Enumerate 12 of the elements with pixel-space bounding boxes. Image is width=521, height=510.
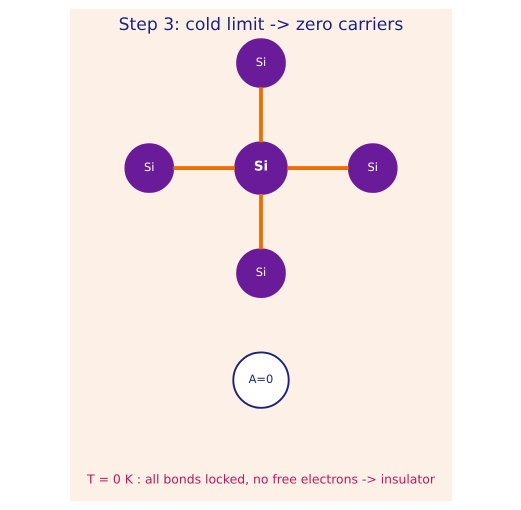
diagram-title: Step 3: cold limit -> zero carriers bbox=[118, 15, 403, 35]
node-circle: Si bbox=[234, 141, 288, 195]
label: T = 0 K : all bonds locked, no free electrons -> insulator bbox=[86, 472, 434, 487]
node-circle: Si bbox=[347, 143, 398, 193]
node-circle: Si bbox=[124, 143, 174, 193]
connector bbox=[286, 166, 348, 170]
node-circle: A=0 bbox=[232, 351, 290, 409]
connector bbox=[258, 87, 262, 142]
node-circle: Si bbox=[236, 248, 286, 298]
connector bbox=[172, 166, 234, 170]
connector bbox=[258, 194, 262, 250]
node-circle: Si bbox=[236, 38, 286, 88]
